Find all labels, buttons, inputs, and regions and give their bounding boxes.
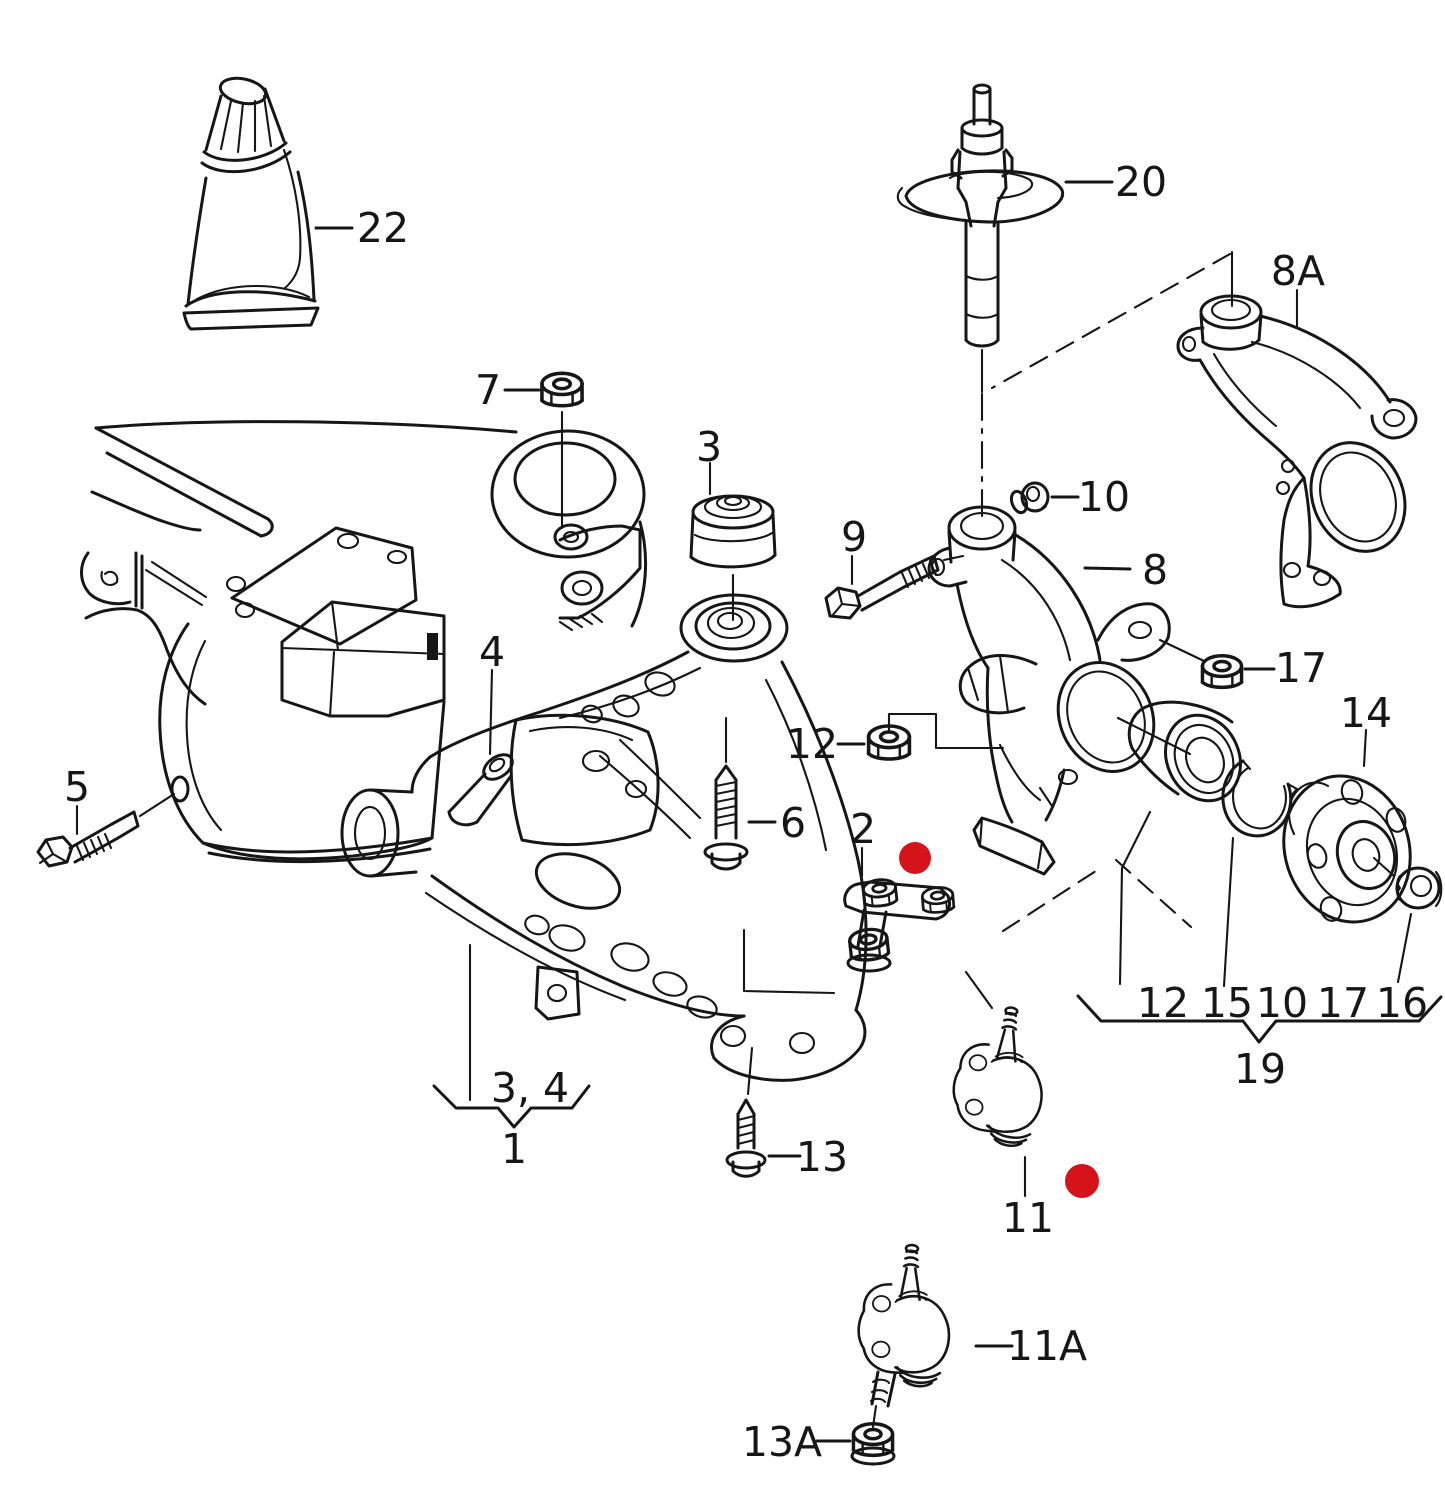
- bolt-5: 5: [36, 763, 176, 868]
- highlight-dot-part-2[interactable]: [899, 842, 931, 874]
- callout-17[interactable]: 17: [1275, 644, 1327, 692]
- callout-8a[interactable]: 8A: [1271, 247, 1325, 295]
- group19-item-10[interactable]: 10: [1256, 979, 1308, 1027]
- subframe: [80, 420, 660, 864]
- group19-item-17[interactable]: 17: [1317, 979, 1369, 1027]
- callout-7[interactable]: 7: [475, 366, 501, 414]
- callout-2[interactable]: 2: [850, 805, 876, 853]
- steering-knuckle-8: 8: [927, 505, 1171, 876]
- screw-6: 6: [703, 764, 806, 871]
- callout-13[interactable]: 13: [796, 1133, 848, 1181]
- sleeve-4: 4: [447, 628, 514, 827]
- callout-19[interactable]: 19: [1234, 1045, 1286, 1093]
- callout-14[interactable]: 14: [1340, 689, 1392, 737]
- highlight-dot-part-11[interactable]: [1065, 1164, 1099, 1198]
- group19-item-15[interactable]: 15: [1201, 979, 1253, 1027]
- callout-11[interactable]: 11: [1002, 1194, 1054, 1242]
- nut-12: 12: [786, 712, 1005, 768]
- callout-13a[interactable]: 13A: [742, 1418, 822, 1466]
- strut-20: 20: [896, 83, 1167, 524]
- callout-12[interactable]: 12: [786, 720, 838, 768]
- bolt-9: 9: [824, 513, 940, 620]
- callout-11a[interactable]: 11A: [1007, 1322, 1087, 1370]
- grease-tube: 22: [182, 76, 409, 331]
- callout-1[interactable]: 1: [501, 1125, 527, 1173]
- clamp-link-2: 2: [843, 805, 956, 973]
- callout-9[interactable]: 9: [841, 513, 867, 561]
- ball-joint-11a: 11A: [854, 1241, 1087, 1429]
- nut-16: [1372, 856, 1443, 910]
- steering-knuckle-8a: 8A: [990, 247, 1418, 609]
- group-19: 12 15 10 17 16 19: [1076, 810, 1443, 1093]
- wheel-hub-14: 14: [1282, 689, 1412, 924]
- callout-3[interactable]: 3: [696, 423, 722, 471]
- screw-13: 13: [725, 1046, 848, 1181]
- control-arm: [340, 593, 868, 1082]
- callout-3-4[interactable]: 3, 4: [491, 1064, 569, 1112]
- assembly-group-brace: 3, 4 1: [432, 943, 591, 1173]
- callout-10[interactable]: 10: [1078, 473, 1130, 521]
- callout-22[interactable]: 22: [357, 204, 409, 252]
- callout-8[interactable]: 8: [1142, 546, 1168, 594]
- bushing-3: 3: [689, 423, 777, 622]
- nut-10: 10: [1009, 473, 1130, 521]
- callout-20[interactable]: 20: [1115, 158, 1167, 206]
- callout-6[interactable]: 6: [780, 799, 806, 847]
- nut-13a: 13A: [742, 1418, 896, 1466]
- ball-joint-11: 11: [946, 858, 1193, 1242]
- callout-5[interactable]: 5: [64, 763, 90, 811]
- wheel-bearing-15: [1116, 700, 1242, 803]
- nut-17: 17: [1158, 638, 1327, 692]
- nut-7: 7: [475, 366, 584, 530]
- callout-4[interactable]: 4: [479, 628, 505, 676]
- group19-item-12[interactable]: 12: [1137, 979, 1189, 1027]
